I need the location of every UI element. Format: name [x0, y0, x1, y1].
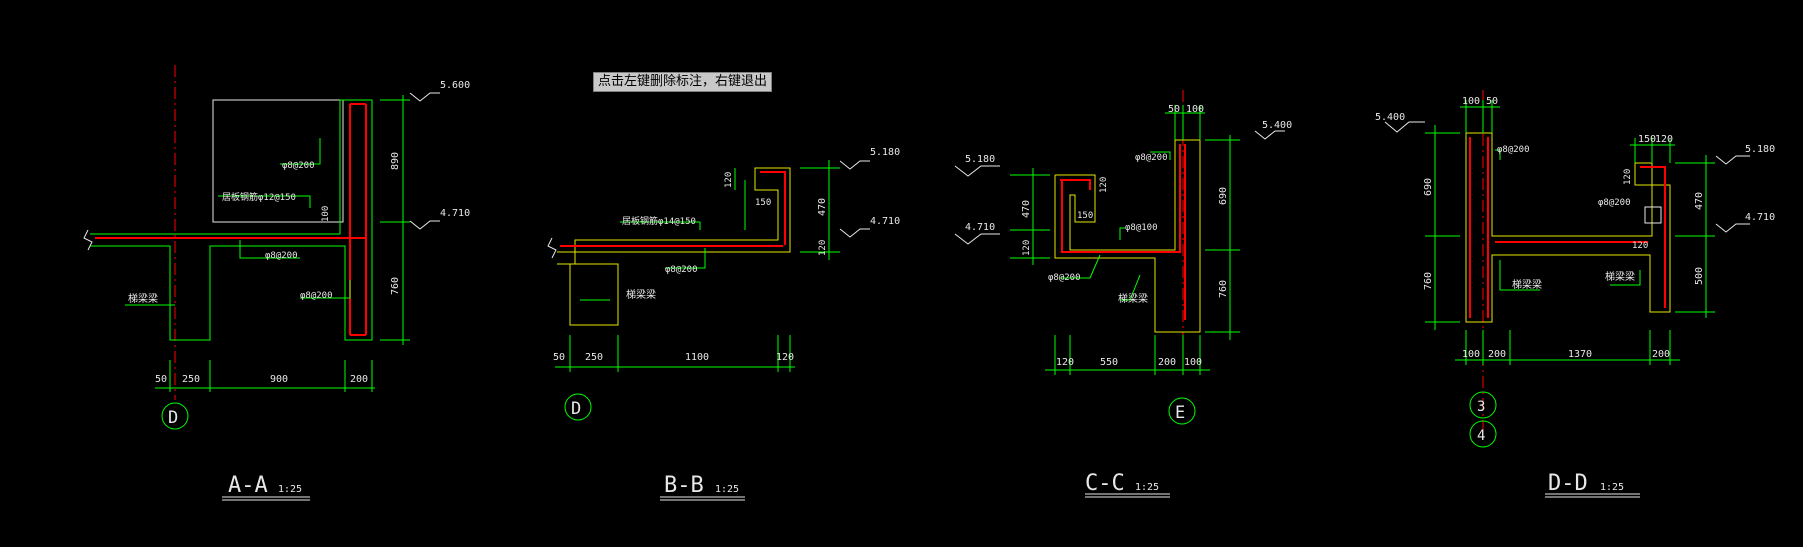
dim-text: 120 [1632, 241, 1648, 251]
dim-text: 100 [321, 206, 331, 222]
dim-text: 890 [390, 152, 401, 170]
level-label: 5.600 [440, 80, 470, 91]
rebar-label: φ8@200 [1598, 198, 1631, 208]
axis-bubble-a [161, 402, 189, 430]
rebar-label: 居板钢筋φ14@150 [622, 215, 696, 227]
section-scale: 1:25 [715, 484, 739, 495]
dim-text: 760 [1218, 280, 1229, 298]
section-title: C-C [1085, 471, 1125, 496]
axis-bubble-c [1168, 397, 1196, 425]
rebar-label: φ8@200 [1497, 145, 1530, 155]
dim-text: 50 [155, 374, 167, 385]
level-label: 5.400 [1375, 112, 1405, 123]
stair-outline-b [557, 167, 791, 326]
dim-text: 200 [1158, 357, 1176, 368]
section-scale: 1:25 [278, 484, 302, 495]
dim-text: 200 [350, 374, 368, 385]
section-c-c [954, 90, 1285, 498]
dim-text: 120 [776, 352, 794, 363]
dim-text: 120 [1056, 357, 1074, 368]
dim-text: 900 [270, 374, 288, 385]
stair-outline-c [1054, 139, 1201, 333]
dim-text: 200 [1488, 349, 1506, 360]
dim-text: 150 [1077, 211, 1093, 221]
dim-text: 120 [1655, 134, 1673, 145]
dim-text: 200 [1652, 349, 1670, 360]
rebar-label: φ8@200 [1135, 153, 1168, 163]
rebar-label: 居板钢筋φ12@150 [222, 191, 296, 203]
dim-text: 100 [1462, 96, 1480, 107]
dim-text: 50 [553, 352, 565, 363]
dim-text: 760 [390, 277, 401, 295]
beam-label: 梯梁梁 [1512, 278, 1542, 291]
level-label: 4.710 [965, 222, 995, 233]
beam-label: 梯梁梁 [128, 292, 158, 305]
axis-label: 4 [1477, 428, 1485, 444]
section-b-b [547, 160, 870, 501]
rebar-label: φ8@200 [1048, 273, 1081, 283]
dim-text: 120 [724, 172, 734, 188]
axis-label: D [168, 408, 178, 428]
dim-text: 1100 [685, 352, 709, 363]
dim-text: 120 [818, 240, 828, 256]
axis-label: E [1175, 403, 1185, 423]
dim-text: 120 [1623, 169, 1633, 185]
axis-label: D [571, 399, 581, 419]
command-tooltip: 点击左键删除标注，右键退出 [593, 72, 773, 92]
dim-text: 470 [817, 198, 828, 216]
section-d-d [1384, 90, 1750, 498]
axis-bubble-d1 [1469, 391, 1497, 419]
axis-label: 3 [1477, 399, 1485, 415]
dim-text: 690 [1218, 187, 1229, 205]
dim-text: 1370 [1568, 349, 1592, 360]
rebar-label: φ8@100 [1125, 223, 1158, 233]
level-label: 5.180 [965, 154, 995, 165]
dim-text: 100 [1186, 104, 1204, 115]
slab-outline-a [90, 99, 373, 341]
dim-text: 250 [585, 352, 603, 363]
rebar-label: φ8@200 [265, 251, 298, 261]
dim-text: 150 [1638, 134, 1656, 145]
rebar-label: φ8@200 [665, 265, 698, 275]
dim-text: 120 [1099, 177, 1109, 193]
beam-label: 梯梁梁 [1605, 270, 1635, 283]
level-label: 5.400 [1262, 120, 1292, 131]
dim-text: 760 [1423, 272, 1434, 290]
section-title: D-D [1548, 471, 1588, 496]
section-scale: 1:25 [1600, 482, 1624, 493]
dim-text: 470 [1021, 200, 1032, 218]
beam-label: 梯梁梁 [626, 288, 656, 301]
level-label: 5.180 [870, 147, 900, 158]
dim-text: 150 [755, 198, 771, 208]
stair-outline-d [1465, 132, 1671, 323]
upper-wall-outline [212, 99, 344, 223]
axis-bubble-b [564, 393, 592, 421]
dim-text: 470 [1694, 192, 1705, 210]
dim-text: 100 [1184, 357, 1202, 368]
beam-label: 梯梁梁 [1118, 292, 1148, 305]
section-title: B-B [664, 473, 704, 498]
level-label: 4.710 [1745, 212, 1775, 223]
section-title: A-A [228, 473, 268, 498]
axis-bubble-d2 [1469, 420, 1497, 448]
dim-text: 250 [182, 374, 200, 385]
rebar-label: φ8@200 [282, 161, 315, 171]
level-label: 4.710 [870, 216, 900, 227]
section-a-a [83, 65, 440, 501]
level-label: 5.180 [1745, 144, 1775, 155]
dim-text: 50 [1168, 104, 1180, 115]
dim-text: 120 [1022, 240, 1032, 256]
dim-text: 550 [1100, 357, 1118, 368]
section-scale: 1:25 [1135, 482, 1159, 493]
dim-text: 500 [1694, 267, 1705, 285]
rebar-label: φ8@200 [300, 291, 333, 301]
dim-text: 50 [1486, 96, 1498, 107]
dim-text: 100 [1462, 349, 1480, 360]
dim-text: 690 [1423, 178, 1434, 196]
level-label: 4.710 [440, 208, 470, 219]
